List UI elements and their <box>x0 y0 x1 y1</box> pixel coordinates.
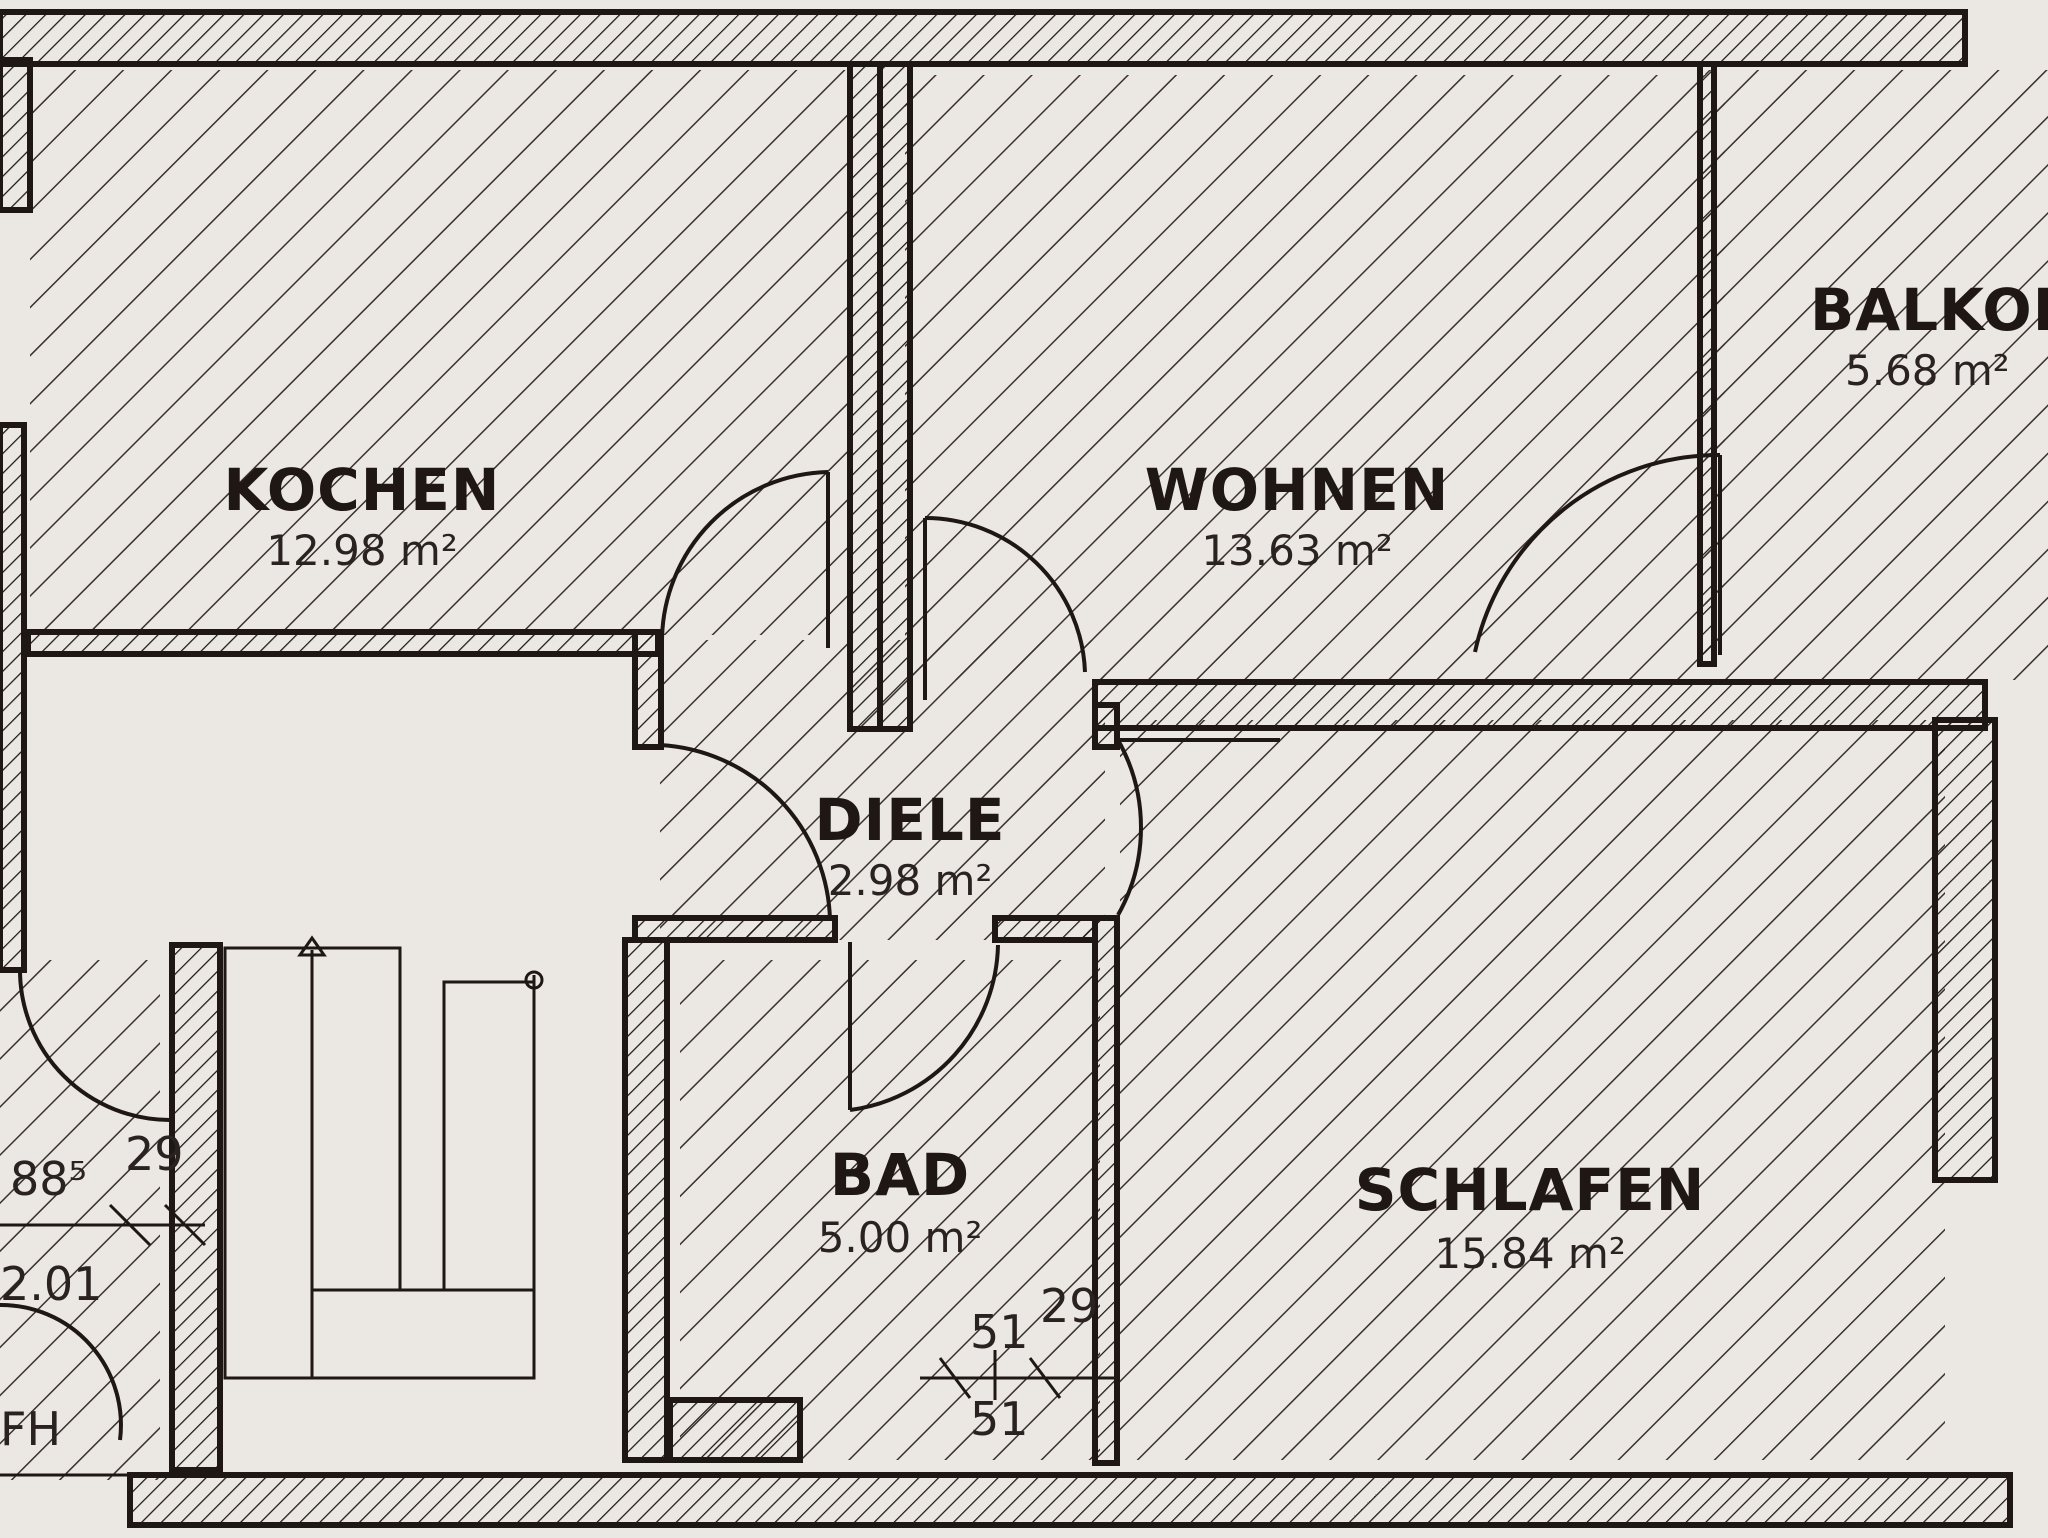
room-area-wohnen: 13.63 m² <box>1201 526 1392 575</box>
room-label-diele: DIELE 2.98 m² <box>815 786 1006 905</box>
room-area-schlafen: 15.84 m² <box>1434 1229 1625 1278</box>
dimension-lines <box>0 1203 1115 1477</box>
room-area-diele: 2.98 m² <box>828 856 993 905</box>
room-name-diele: DIELE <box>815 786 1006 854</box>
room-label-kochen: KOCHEN 12.98 m² <box>224 456 501 575</box>
wall-wohnen-schlafen <box>1092 679 1988 731</box>
wall-left-upper <box>0 57 33 213</box>
room-fill-schlafen <box>1120 720 1945 1460</box>
room-name-wohnen: WOHNEN <box>1145 456 1450 524</box>
room-name-kochen: KOCHEN <box>224 456 501 524</box>
door-arcs <box>0 452 1722 1441</box>
dimension-left-b: 29 <box>125 1127 184 1181</box>
dimension-bad-b: 29 <box>1040 1279 1099 1333</box>
room-name-balkon: BALKON <box>1810 276 2048 344</box>
room-fill-kochen <box>30 70 850 635</box>
wall-bad-schlafen <box>1092 915 1120 1466</box>
dimension-bad-c: 51 <box>970 1392 1029 1446</box>
wall-top <box>0 9 1968 67</box>
room-name-schlafen: SCHLAFEN <box>1355 1156 1706 1224</box>
room-name-bad: BAD <box>830 1141 970 1209</box>
wall-bad-top-left <box>632 915 838 943</box>
dimension-left-c: 2.01 <box>0 1257 102 1311</box>
room-label-wohnen: WOHNEN 13.63 m² <box>1145 456 1450 575</box>
label-fh: FH <box>0 1402 61 1456</box>
wall-bad-top-right <box>992 915 1098 943</box>
wall-wohnen-balkon <box>1697 61 1717 667</box>
room-fill-left-edge <box>0 960 160 1480</box>
wall-bottom <box>127 1472 2013 1528</box>
wall-diele-left-upper <box>632 629 664 750</box>
wall-kochen-wohnen-b <box>877 61 913 732</box>
room-label-bad: BAD 5.00 m² <box>818 1141 983 1262</box>
dimension-bad-a: 51 <box>970 1305 1029 1359</box>
room-fill-balkon <box>1705 70 2048 680</box>
wall-stair-bad <box>622 937 670 1463</box>
wall-diele-right-upper <box>1092 702 1120 750</box>
room-fill-wohnen <box>905 75 1725 680</box>
room-label-balkon: BALKON 5.68 m² <box>1810 276 2048 395</box>
bad-fixture <box>667 1397 803 1463</box>
room-fill-bad <box>680 960 1100 1460</box>
wall-stair-left <box>169 942 223 1473</box>
wall-left-middle <box>0 422 27 973</box>
wall-kochen-bottom <box>25 629 661 657</box>
wall-kochen-wohnen-a <box>847 61 883 732</box>
room-label-schlafen: SCHLAFEN 15.84 m² <box>1355 1156 1706 1278</box>
dimension-left-a: 88⁵ <box>10 1152 87 1206</box>
room-area-bad: 5.00 m² <box>818 1213 983 1262</box>
staircase <box>223 935 544 1380</box>
room-area-balkon: 5.68 m² <box>1845 346 2010 395</box>
wall-right-schlafen <box>1932 717 1998 1183</box>
room-area-kochen: 12.98 m² <box>266 526 457 575</box>
